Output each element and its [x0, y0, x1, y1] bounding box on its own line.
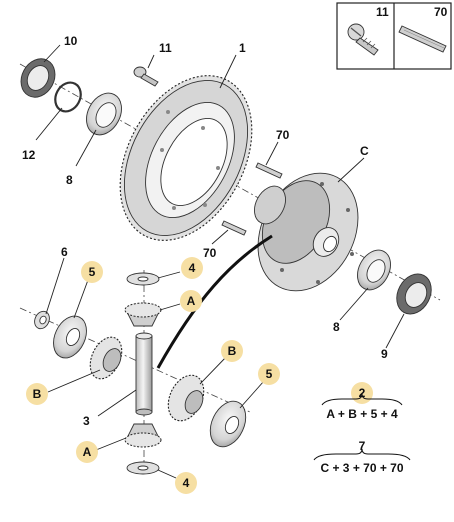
inset-panel: 11 70: [336, 2, 452, 70]
thrust-washer-5-right: [209, 400, 247, 448]
side-gear-b-left: [89, 336, 123, 380]
badge-b-left: B: [26, 383, 48, 405]
inset-screw-icon: [347, 23, 379, 56]
badge-a-top: A: [180, 290, 202, 312]
assembly-pointer-line: [156, 234, 273, 369]
badge-a-bottom: A: [76, 441, 98, 463]
washer-6: [34, 310, 50, 330]
cross-shaft-3: [135, 332, 153, 416]
svg-text:A: A: [83, 445, 92, 459]
badge-5-left: 5: [81, 261, 103, 283]
badge-4-top: 4: [181, 257, 203, 279]
label-12: 12: [22, 148, 36, 162]
label-70-lower: 70: [203, 246, 217, 260]
svg-text:B: B: [33, 387, 42, 401]
kit-7-formula: 7 C + 3 + 70 + 70: [313, 439, 411, 475]
label-8-left: 8: [66, 173, 73, 187]
screw-11: [133, 66, 159, 87]
bearing-8-left: [86, 92, 122, 136]
label-1: 1: [239, 41, 246, 55]
seal-10: [20, 58, 56, 98]
badge-5-right: 5: [258, 363, 280, 385]
kit-2-formula: A + B + 5 + 4: [321, 393, 403, 421]
label-6: 6: [61, 245, 68, 259]
differential-case-c: [254, 172, 359, 292]
svg-text:4: 4: [183, 476, 190, 490]
planet-gear-a-bottom: [124, 423, 162, 448]
svg-text:5: 5: [89, 265, 96, 279]
thrust-washer-5-left: [53, 315, 87, 359]
kit-2-components: A + B + 5 + 4: [326, 407, 398, 421]
badge-4-bottom: 4: [175, 472, 197, 494]
planet-gear-a-top: [124, 302, 162, 327]
bearing-8-right: [357, 249, 391, 291]
label-8-right: 8: [333, 320, 340, 334]
seal-9: [396, 273, 432, 315]
inset-pin-icon: [398, 25, 447, 53]
svg-text:2: 2: [359, 386, 366, 400]
pin-70-upper: [255, 162, 283, 179]
badge-b-right: B: [221, 340, 243, 362]
label-c: C: [360, 144, 369, 158]
label-11: 11: [159, 41, 172, 55]
svg-text:B: B: [228, 344, 237, 358]
badge-2: 2: [351, 382, 373, 404]
label-70-upper: 70: [276, 128, 290, 142]
svg-text:5: 5: [266, 367, 273, 381]
leader-lines: [35, 44, 405, 479]
label-10: 10: [64, 34, 78, 48]
svg-text:A: A: [187, 294, 196, 308]
label-9: 9: [381, 347, 388, 361]
pinion-axis-line: [19, 307, 251, 413]
side-gear-b-right: [167, 374, 205, 422]
inset-label-11: 11: [376, 5, 389, 19]
thrust-washer-4-top: [126, 272, 160, 286]
kit-7-label: 7: [359, 439, 366, 453]
ring-12: [54, 81, 82, 113]
ring-gear-1: [119, 75, 253, 241]
label-3: 3: [83, 414, 90, 428]
kit-7-components: C + 3 + 70 + 70: [320, 461, 403, 475]
svg-text:4: 4: [189, 261, 196, 275]
pin-70-lower: [221, 220, 247, 236]
inset-label-70: 70: [434, 5, 448, 19]
thrust-washer-4-bottom: [126, 461, 160, 475]
